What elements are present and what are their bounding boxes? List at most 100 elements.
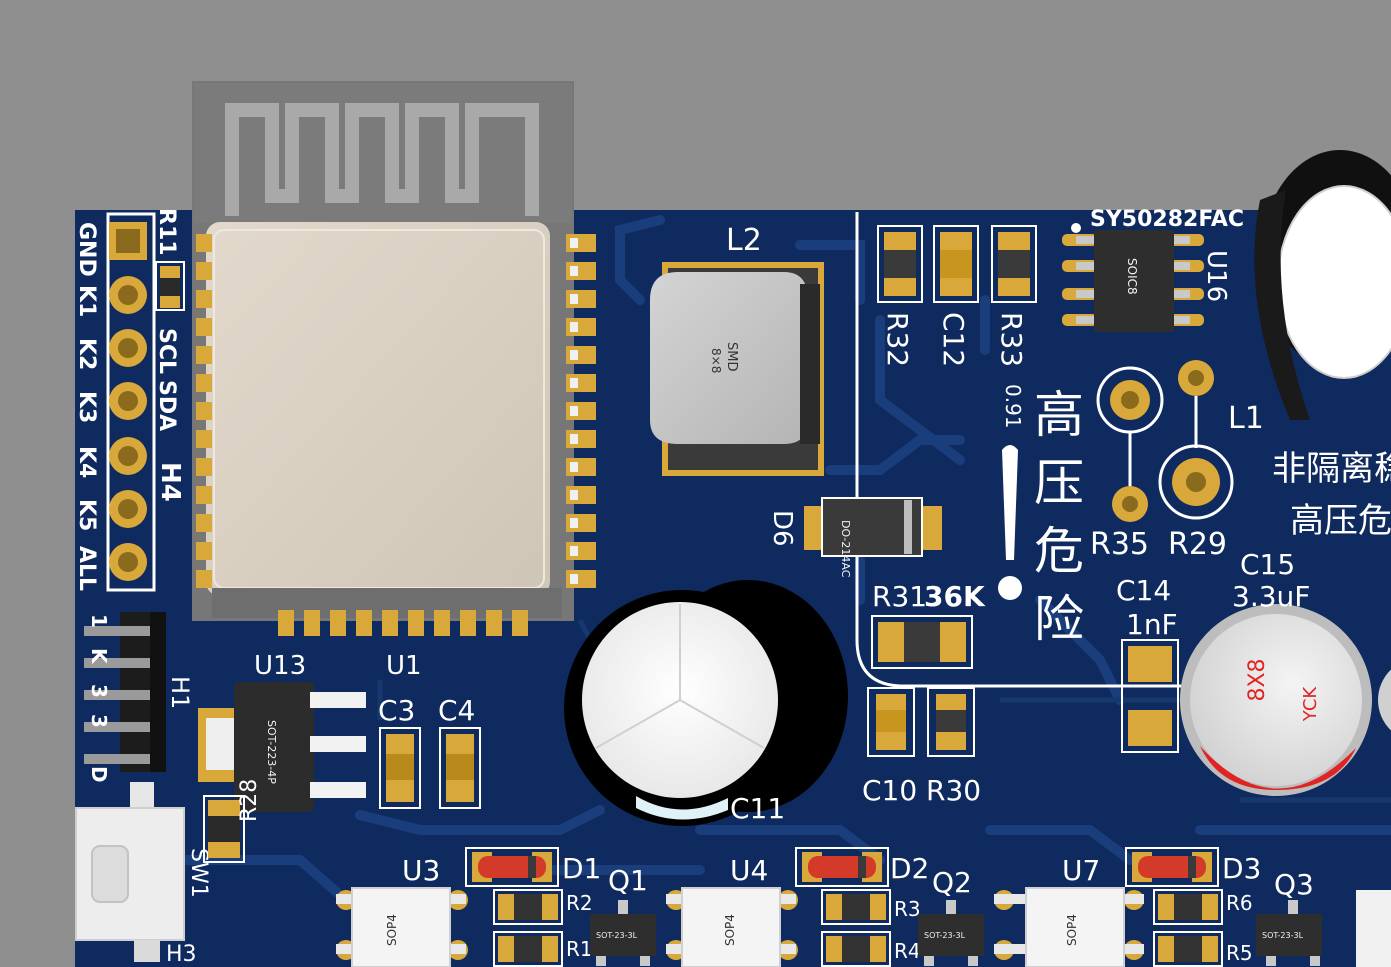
label-r11: R11 xyxy=(154,208,179,256)
label-r33: R33 xyxy=(995,312,1028,367)
h1-label-3: 3 xyxy=(87,684,111,698)
label-r3: R3 xyxy=(894,897,921,921)
warning-exclamation-icon xyxy=(998,445,1022,600)
label-u4: U4 xyxy=(730,854,768,887)
isolation-outline xyxy=(855,212,1200,688)
inductor-l2 xyxy=(650,262,824,476)
u3-package: SOP4 xyxy=(385,914,399,946)
label-h4: H4 xyxy=(155,462,185,502)
u13-package: SOT-223-4P xyxy=(265,720,278,784)
label-non-isolated: 非隔离稳 xyxy=(1272,449,1391,489)
capacitor-c11 xyxy=(564,580,848,826)
resistor-r32 xyxy=(877,225,923,303)
label-high-voltage: 高压危 xyxy=(1290,501,1391,541)
label-r33-value: 0.91 xyxy=(1001,384,1025,429)
d6-package: DO-214AC xyxy=(839,520,852,578)
label-r4: R4 xyxy=(894,939,921,963)
label-u1: U1 xyxy=(386,651,422,681)
h1-label-1: 1 xyxy=(87,614,111,628)
label-l2: L2 xyxy=(726,223,762,258)
h1-label-5: D xyxy=(87,766,111,783)
warn-char-3: 危 xyxy=(1034,522,1084,580)
l2-smd-mark: SMD xyxy=(724,342,739,371)
label-scl: SCL xyxy=(154,328,179,374)
pin-label-k3: K3 xyxy=(74,391,99,423)
label-c15-value: 3.3uF xyxy=(1232,580,1310,613)
optocoupler-partial xyxy=(1356,890,1391,967)
q1-package: SOT-23-3L xyxy=(596,931,638,940)
capacitor-c4 xyxy=(439,727,481,809)
label-d3: D3 xyxy=(1222,852,1261,885)
warn-char-2: 压 xyxy=(1034,454,1084,512)
resistor-r30 xyxy=(927,687,975,757)
capacitor-large-top-right xyxy=(1254,150,1391,420)
label-d2: D2 xyxy=(890,852,929,885)
resistor-r33 xyxy=(991,225,1037,303)
capacitor-c14 xyxy=(1121,639,1179,753)
resistor-r31 xyxy=(871,615,973,669)
label-c14: C14 xyxy=(1116,574,1171,607)
diode-d2 xyxy=(795,847,889,887)
label-r28: R28 xyxy=(237,779,262,822)
label-q1: Q1 xyxy=(608,864,648,897)
transistor-q1 xyxy=(590,900,656,966)
resistor-r2 xyxy=(493,889,563,925)
label-r31: R31 xyxy=(872,580,927,613)
inductor-l1 xyxy=(1096,360,1234,522)
pin-label-k2: K2 xyxy=(74,338,99,370)
transistor-q2 xyxy=(918,900,984,966)
label-r2: R2 xyxy=(566,891,593,915)
warning-text-vertical: 高 压 危 险 xyxy=(1034,386,1084,648)
h1-label-4: 3 xyxy=(87,714,111,728)
label-h1: H1 xyxy=(166,676,194,709)
label-d6: D6 xyxy=(767,510,797,547)
resistor-r3 xyxy=(821,889,891,925)
pin-label-k1: K1 xyxy=(74,285,99,317)
connector-sw1 xyxy=(75,782,185,962)
transistor-q3 xyxy=(1256,900,1322,966)
pin-label-gnd: GND xyxy=(74,222,99,277)
capacitor-c10 xyxy=(867,687,915,757)
label-u13: U13 xyxy=(254,651,306,681)
resistor-r1 xyxy=(493,931,563,967)
label-l1: L1 xyxy=(1228,401,1264,436)
optocoupler-u7 xyxy=(994,887,1144,967)
label-r6: R6 xyxy=(1226,891,1253,915)
label-sy50282fac: SY50282FAC xyxy=(1090,207,1244,232)
copper-traces xyxy=(155,215,1391,900)
label-r29: R29 xyxy=(1168,527,1227,562)
resistor-r11 xyxy=(155,261,185,311)
label-c4: C4 xyxy=(438,694,475,727)
h1-label-2: K xyxy=(87,648,111,665)
c15-size-mark: 8X8 xyxy=(1245,658,1270,701)
module-pads-bottom xyxy=(278,610,528,636)
ic-u16 xyxy=(1062,223,1204,332)
label-q3: Q3 xyxy=(1274,868,1314,901)
label-c12: C12 xyxy=(937,312,970,367)
label-sw1: SW1 xyxy=(186,848,211,898)
q2-package: SOT-23-3L xyxy=(924,931,966,940)
label-r1: R1 xyxy=(566,937,593,961)
resistor-r6 xyxy=(1153,889,1223,925)
label-c15: C15 xyxy=(1240,548,1295,581)
module-pad-holes-right xyxy=(570,238,578,584)
label-r32: R32 xyxy=(881,312,914,367)
c15-brand-mark: YCK xyxy=(1300,686,1321,723)
label-r30: R30 xyxy=(926,774,981,807)
capacitor-c12 xyxy=(933,225,979,303)
diode-d1 xyxy=(465,847,559,887)
label-sda: SDA xyxy=(154,380,179,431)
pcb-antenna xyxy=(225,103,539,216)
optocoupler-u3 xyxy=(336,887,468,967)
warn-char-1: 高 xyxy=(1034,386,1084,444)
h1-partial-labels: 1 K 3 3 D xyxy=(87,614,111,783)
header-h1 xyxy=(84,612,166,772)
h4-pin-labels: GND K1 K2 K3 K4 K5 ALL xyxy=(74,222,99,591)
label-u7: U7 xyxy=(1062,854,1100,887)
resistor-r5 xyxy=(1153,931,1223,967)
u16-package: SOIC8 xyxy=(1125,258,1139,295)
diode-d6 xyxy=(804,497,942,557)
u7-package: SOP4 xyxy=(1065,914,1079,946)
label-r31-value: 36K xyxy=(924,580,986,613)
optocoupler-u4 xyxy=(666,887,798,967)
